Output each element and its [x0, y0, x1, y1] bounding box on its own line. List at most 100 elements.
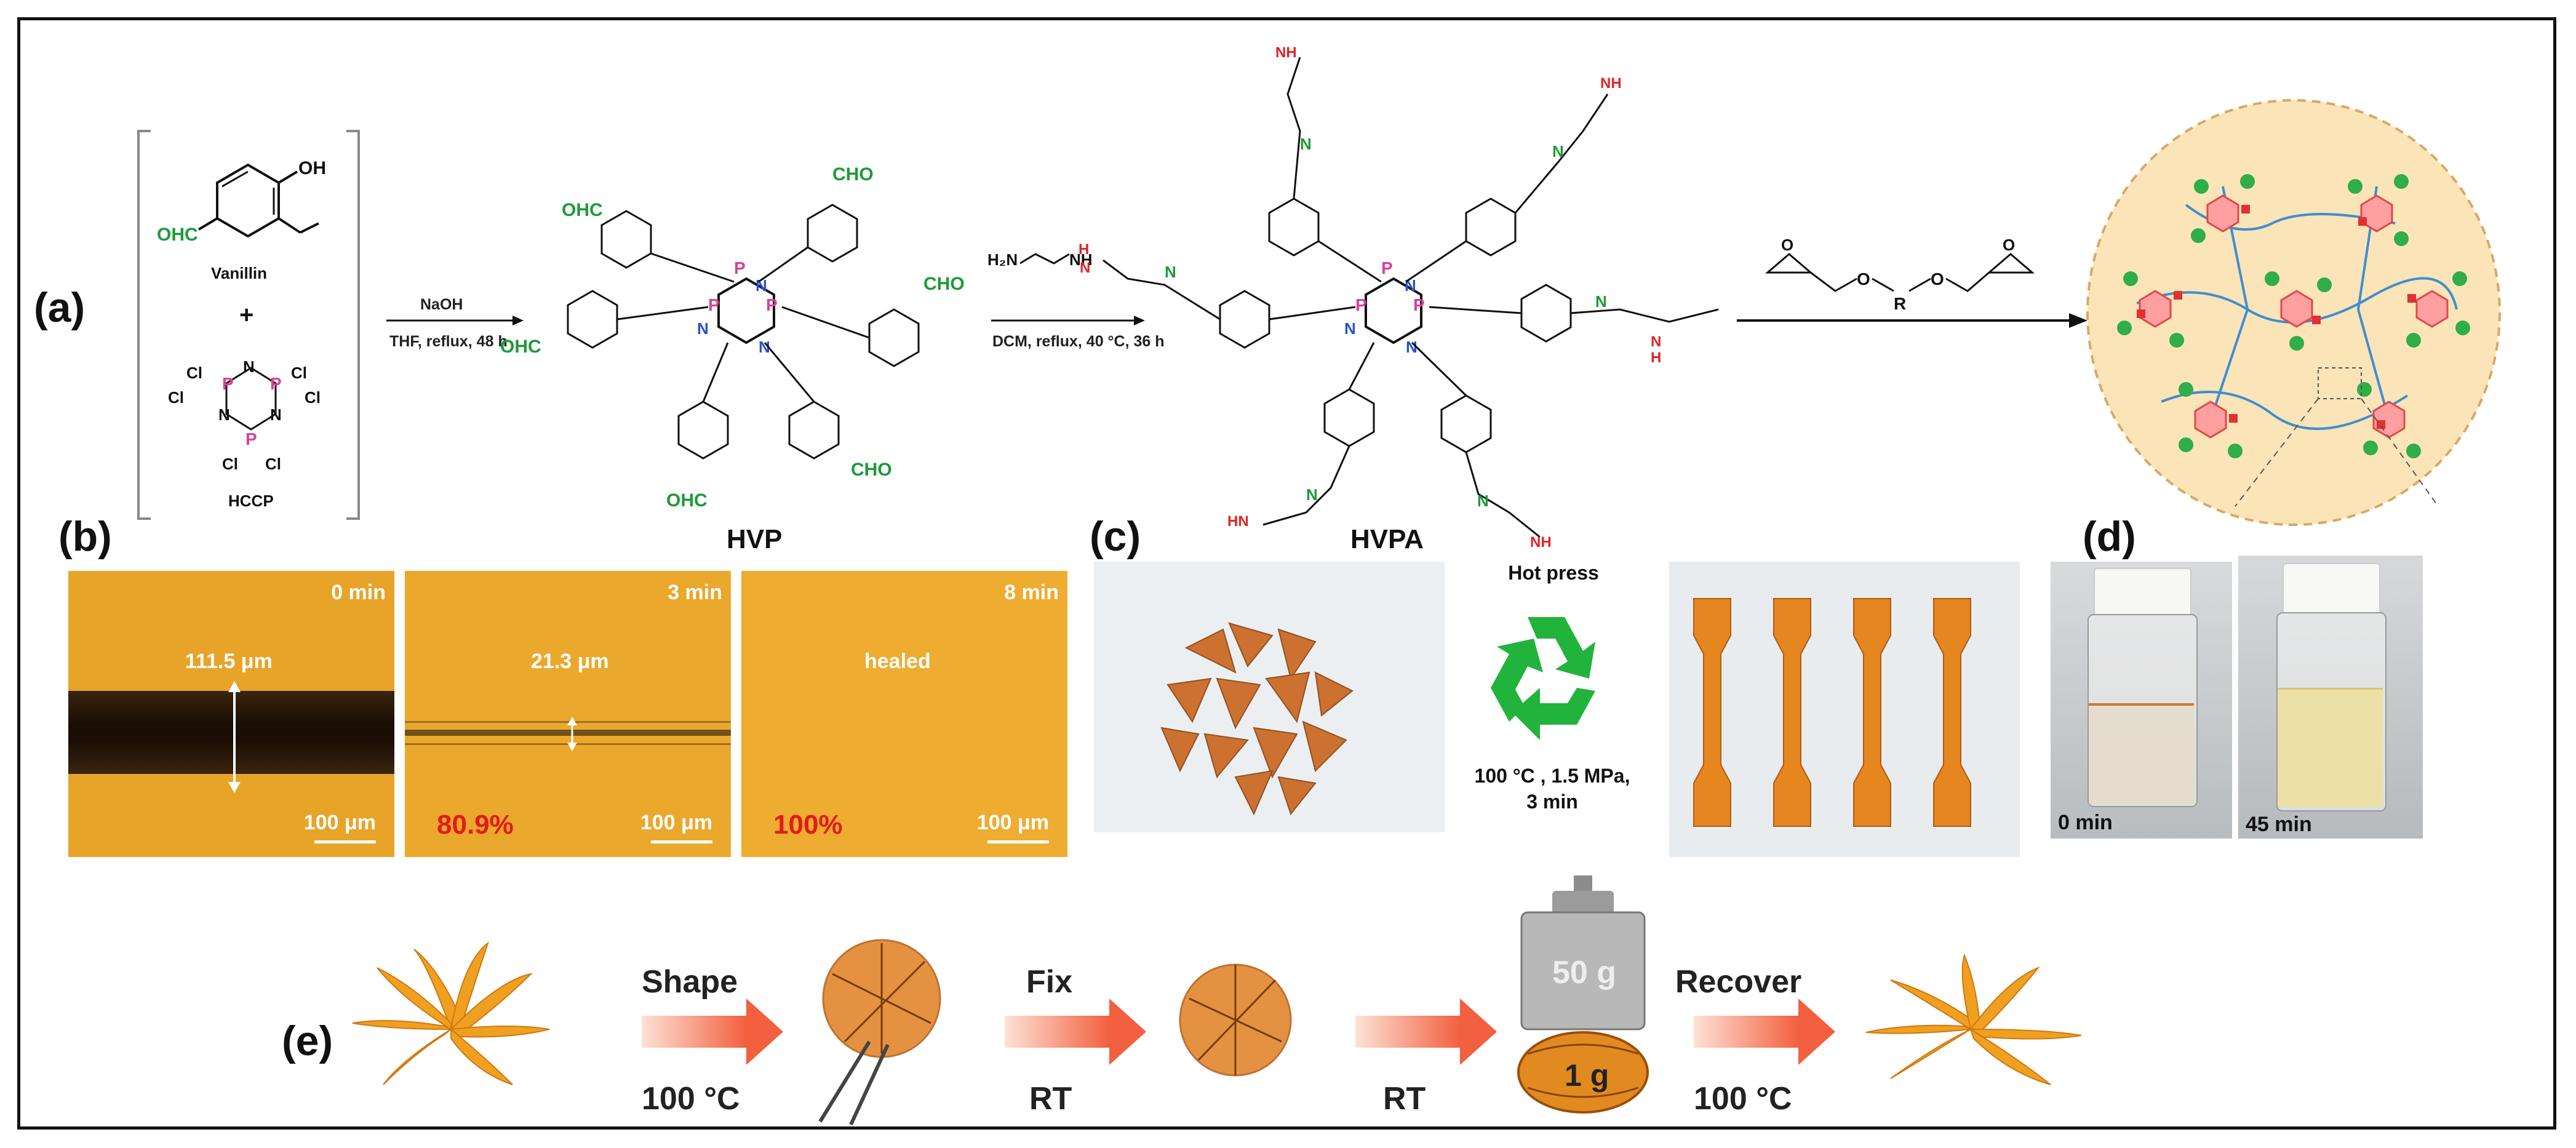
step-rt-temp: RT [1383, 1081, 1426, 1117]
svg-text:P: P [708, 295, 720, 314]
svg-text:P: P [1355, 295, 1367, 314]
hvpa-structure: P P P N N N NH N NH [1079, 44, 1719, 551]
svg-text:O: O [1931, 269, 1944, 289]
svg-text:OHC: OHC [500, 337, 541, 357]
time-0min: 0 min [331, 581, 386, 604]
svg-text:N: N [1477, 492, 1489, 510]
step-fix-label: Fix [1026, 964, 1072, 1000]
micrograph-0min: 0 min 111.5 μm 100 μm [68, 571, 394, 857]
flower-shaping [818, 939, 941, 1126]
svg-text:H: H [1651, 349, 1661, 366]
svg-text:OHC: OHC [562, 200, 603, 220]
vial-time-0min: 0 min [2058, 811, 2113, 834]
time-8min: 8 min [1004, 581, 1059, 604]
svg-text:H: H [1079, 241, 1089, 258]
svg-text:N: N [1406, 338, 1418, 356]
photo-vial-45min: 45 min [2238, 556, 2423, 839]
hot-press-label: Hot press [1508, 562, 1599, 584]
diamine-h2n: H₂N [987, 250, 1018, 269]
panel-label-e: (e) [282, 1018, 333, 1064]
svg-text:N: N [270, 405, 282, 424]
svg-text:Cl: Cl [168, 388, 184, 407]
step-shape-temp: 100 °C [642, 1081, 740, 1117]
scale-bar [987, 840, 1049, 843]
svg-text:N: N [759, 338, 770, 356]
panel-label-a: (a) [34, 284, 86, 331]
svg-text:P: P [245, 429, 257, 448]
vanillin-structure: OH OHC [157, 158, 326, 245]
svg-text:CHO: CHO [923, 274, 965, 294]
scale-8min: 100 μm [976, 811, 1049, 834]
vial-time-45min: 45 min [2246, 813, 2312, 836]
svg-text:P: P [1413, 295, 1425, 314]
svg-text:OHC: OHC [666, 490, 708, 511]
svg-text:P: P [270, 374, 282, 393]
healed-label: healed [864, 650, 931, 673]
svg-text:N: N [1651, 333, 1661, 350]
svg-text:N: N [697, 319, 709, 338]
svg-text:O: O [2003, 236, 2015, 254]
svg-text:N: N [243, 357, 255, 376]
recycle-icon [1491, 617, 1595, 740]
weight-50g-label: 50 g [1552, 955, 1616, 991]
crack-wide [68, 691, 394, 774]
svg-text:P: P [1381, 258, 1393, 277]
step1-reagent: NaOH [420, 296, 463, 313]
svg-text:R: R [1894, 294, 1906, 313]
crack-narrow [405, 730, 731, 736]
weight-on-spring: 50 g 1 g [1517, 875, 1649, 1114]
step2-conditions: DCM, reflux, 40 °C, 36 h [992, 333, 1165, 350]
micrograph-8min: 8 min healed 100% 100 μm [741, 571, 1067, 857]
photo-dogbones [1669, 562, 2020, 857]
panel-label-b: (b) [58, 513, 112, 560]
step1-conditions: THF, reflux, 48 h [389, 333, 508, 350]
svg-text:N: N [1306, 485, 1318, 504]
svg-text:Cl: Cl [186, 364, 202, 382]
polymer-network-illustration [2086, 99, 2501, 526]
svg-text:N: N [1165, 263, 1176, 281]
diamine-nh: NH [1069, 250, 1093, 269]
svg-text:Cl: Cl [291, 364, 307, 382]
svg-text:CHO: CHO [832, 164, 874, 185]
svg-text:N: N [1595, 292, 1607, 311]
svg-text:P: P [766, 295, 778, 314]
oh-label: OH [298, 158, 326, 178]
synthesis-scheme: OH OHC Vanillin + P P P N N N Cl Cl Cl C… [137, 44, 2501, 554]
svg-text:N: N [1080, 260, 1090, 276]
vanillin-label: Vanillin [211, 264, 267, 282]
hvp-label: HVP [727, 524, 782, 554]
step-fix-temp: RT [1029, 1081, 1072, 1117]
weight-1g-label: 1 g [1565, 1058, 1609, 1093]
flower-recovered [1865, 954, 2082, 1085]
svg-text:Cl: Cl [222, 455, 238, 473]
svg-text:NH: NH [1275, 44, 1297, 61]
svg-text:Cl: Cl [265, 455, 281, 473]
svg-text:N: N [1552, 142, 1564, 161]
flower-original [352, 941, 550, 1085]
figure-frame: (a) OH OHC Vanillin + P P P N N N Cl [17, 17, 2556, 1130]
hvp-structure: P P P N N N OHC CHO CHO OHC OHC CHO [500, 164, 965, 511]
epoxy-crosslinker: O O R O O [1765, 236, 2035, 313]
plus-sign: + [239, 301, 253, 329]
width-arrow-icon [228, 681, 241, 793]
step-recover-label: Recover [1675, 964, 1801, 1000]
width-0min: 111.5 μm [185, 650, 273, 673]
svg-text:P: P [222, 374, 234, 393]
width-3min: 21.3 μm [531, 650, 609, 673]
svg-text:NH: NH [1600, 75, 1622, 92]
scale-0min: 100 μm [303, 811, 376, 834]
healing-percent-8min: 100% [773, 810, 843, 840]
svg-text:CHO: CHO [851, 460, 892, 480]
svg-text:P: P [734, 258, 746, 277]
hvpa-label: HVPA [1350, 524, 1424, 554]
svg-text:N: N [218, 405, 230, 424]
svg-text:N: N [1300, 135, 1312, 153]
shape-memory-sequence: Shape 100 °C Fix RT RT 50 g [352, 875, 2082, 1126]
micrograph-3min: 3 min 21.3 μm 80.9% 100 μm [405, 571, 731, 857]
svg-text:N: N [1344, 319, 1356, 338]
hccp-label: HCCP [228, 492, 274, 510]
ohc-label: OHC [157, 225, 198, 245]
time-3min: 3 min [668, 581, 722, 604]
scale-bar [651, 840, 712, 843]
panel-label-c: (c) [1090, 513, 1141, 560]
